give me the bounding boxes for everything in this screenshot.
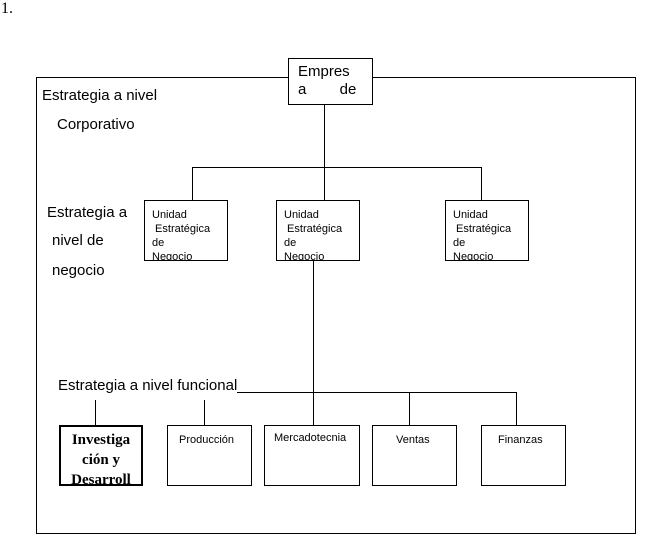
functional-unit-box-marketing: Mercadotecnia — [264, 425, 360, 486]
connector-bu-2 — [324, 167, 325, 200]
connector-fu-5 — [516, 392, 517, 426]
connector-bu-1 — [192, 167, 193, 200]
business-unit-line: Estratégica — [453, 223, 512, 235]
company-label-line-2: a de — [298, 81, 357, 98]
business-unit-line: Unidad — [284, 209, 319, 221]
company-label-line-1: Empres — [298, 63, 350, 80]
business-unit-box: Unidad Estratégica de Negocio — [144, 200, 228, 261]
business-unit-line: Estratégica — [284, 223, 343, 235]
business-unit-line: Negocio — [152, 251, 193, 261]
functional-unit-line: Investiga — [71, 432, 131, 448]
functional-unit-line: ción y — [82, 452, 120, 468]
functional-unit-line: Ventas — [396, 434, 430, 446]
functional-unit-line: Finanzas — [498, 434, 543, 446]
connector-fu-4 — [409, 392, 410, 426]
connector-fu-2 — [204, 392, 205, 426]
business-unit-box: Unidad Estratégica de Negocio — [276, 200, 360, 261]
business-unit-line: Negocio — [453, 251, 494, 261]
functional-unit-line: Desarroll — [71, 472, 131, 486]
business-unit-line: Unidad — [152, 209, 187, 221]
functional-unit-line: Producción — [179, 434, 235, 446]
page-number: 1. — [1, 0, 13, 17]
business-unit-line: de — [152, 237, 165, 249]
business-unit-box: Unidad Estratégica de Negocio — [445, 200, 529, 261]
connector-functional-bar — [95, 392, 517, 393]
connector-bu2-down — [313, 260, 314, 392]
business-level-label-line-3: negocio — [52, 262, 105, 279]
connector-business-bar — [192, 167, 482, 168]
corporate-level-label-line-2: Corporativo — [57, 116, 135, 133]
connector-company-down — [324, 104, 325, 167]
business-unit-line: de — [284, 237, 297, 249]
functional-unit-box-sales: Ventas — [372, 425, 457, 486]
connector-fu-1 — [95, 392, 96, 426]
functional-unit-box-finance: Finanzas — [481, 425, 566, 486]
functional-unit-box-production: Producción — [167, 425, 252, 486]
business-unit-line: Estratégica — [152, 223, 211, 235]
functional-level-label: Estrategia a nivel funcional — [58, 371, 238, 400]
business-unit-line: Negocio — [284, 251, 325, 261]
business-level-label-line-1: Estrategia a — [47, 204, 128, 221]
business-unit-line: de — [453, 237, 466, 249]
company-box: Empres a de — [288, 58, 373, 105]
functional-unit-line: Mercadotecnia — [274, 432, 347, 444]
connector-bu-3 — [481, 167, 482, 200]
business-unit-line: Unidad — [453, 209, 488, 221]
functional-unit-box-rnd: Investiga ción y Desarroll — [59, 425, 143, 486]
corporate-level-label-line-1: Estrategia a nivel — [42, 87, 158, 104]
connector-fu-3 — [313, 392, 314, 426]
business-level-label-line-2: nivel de — [52, 232, 104, 249]
